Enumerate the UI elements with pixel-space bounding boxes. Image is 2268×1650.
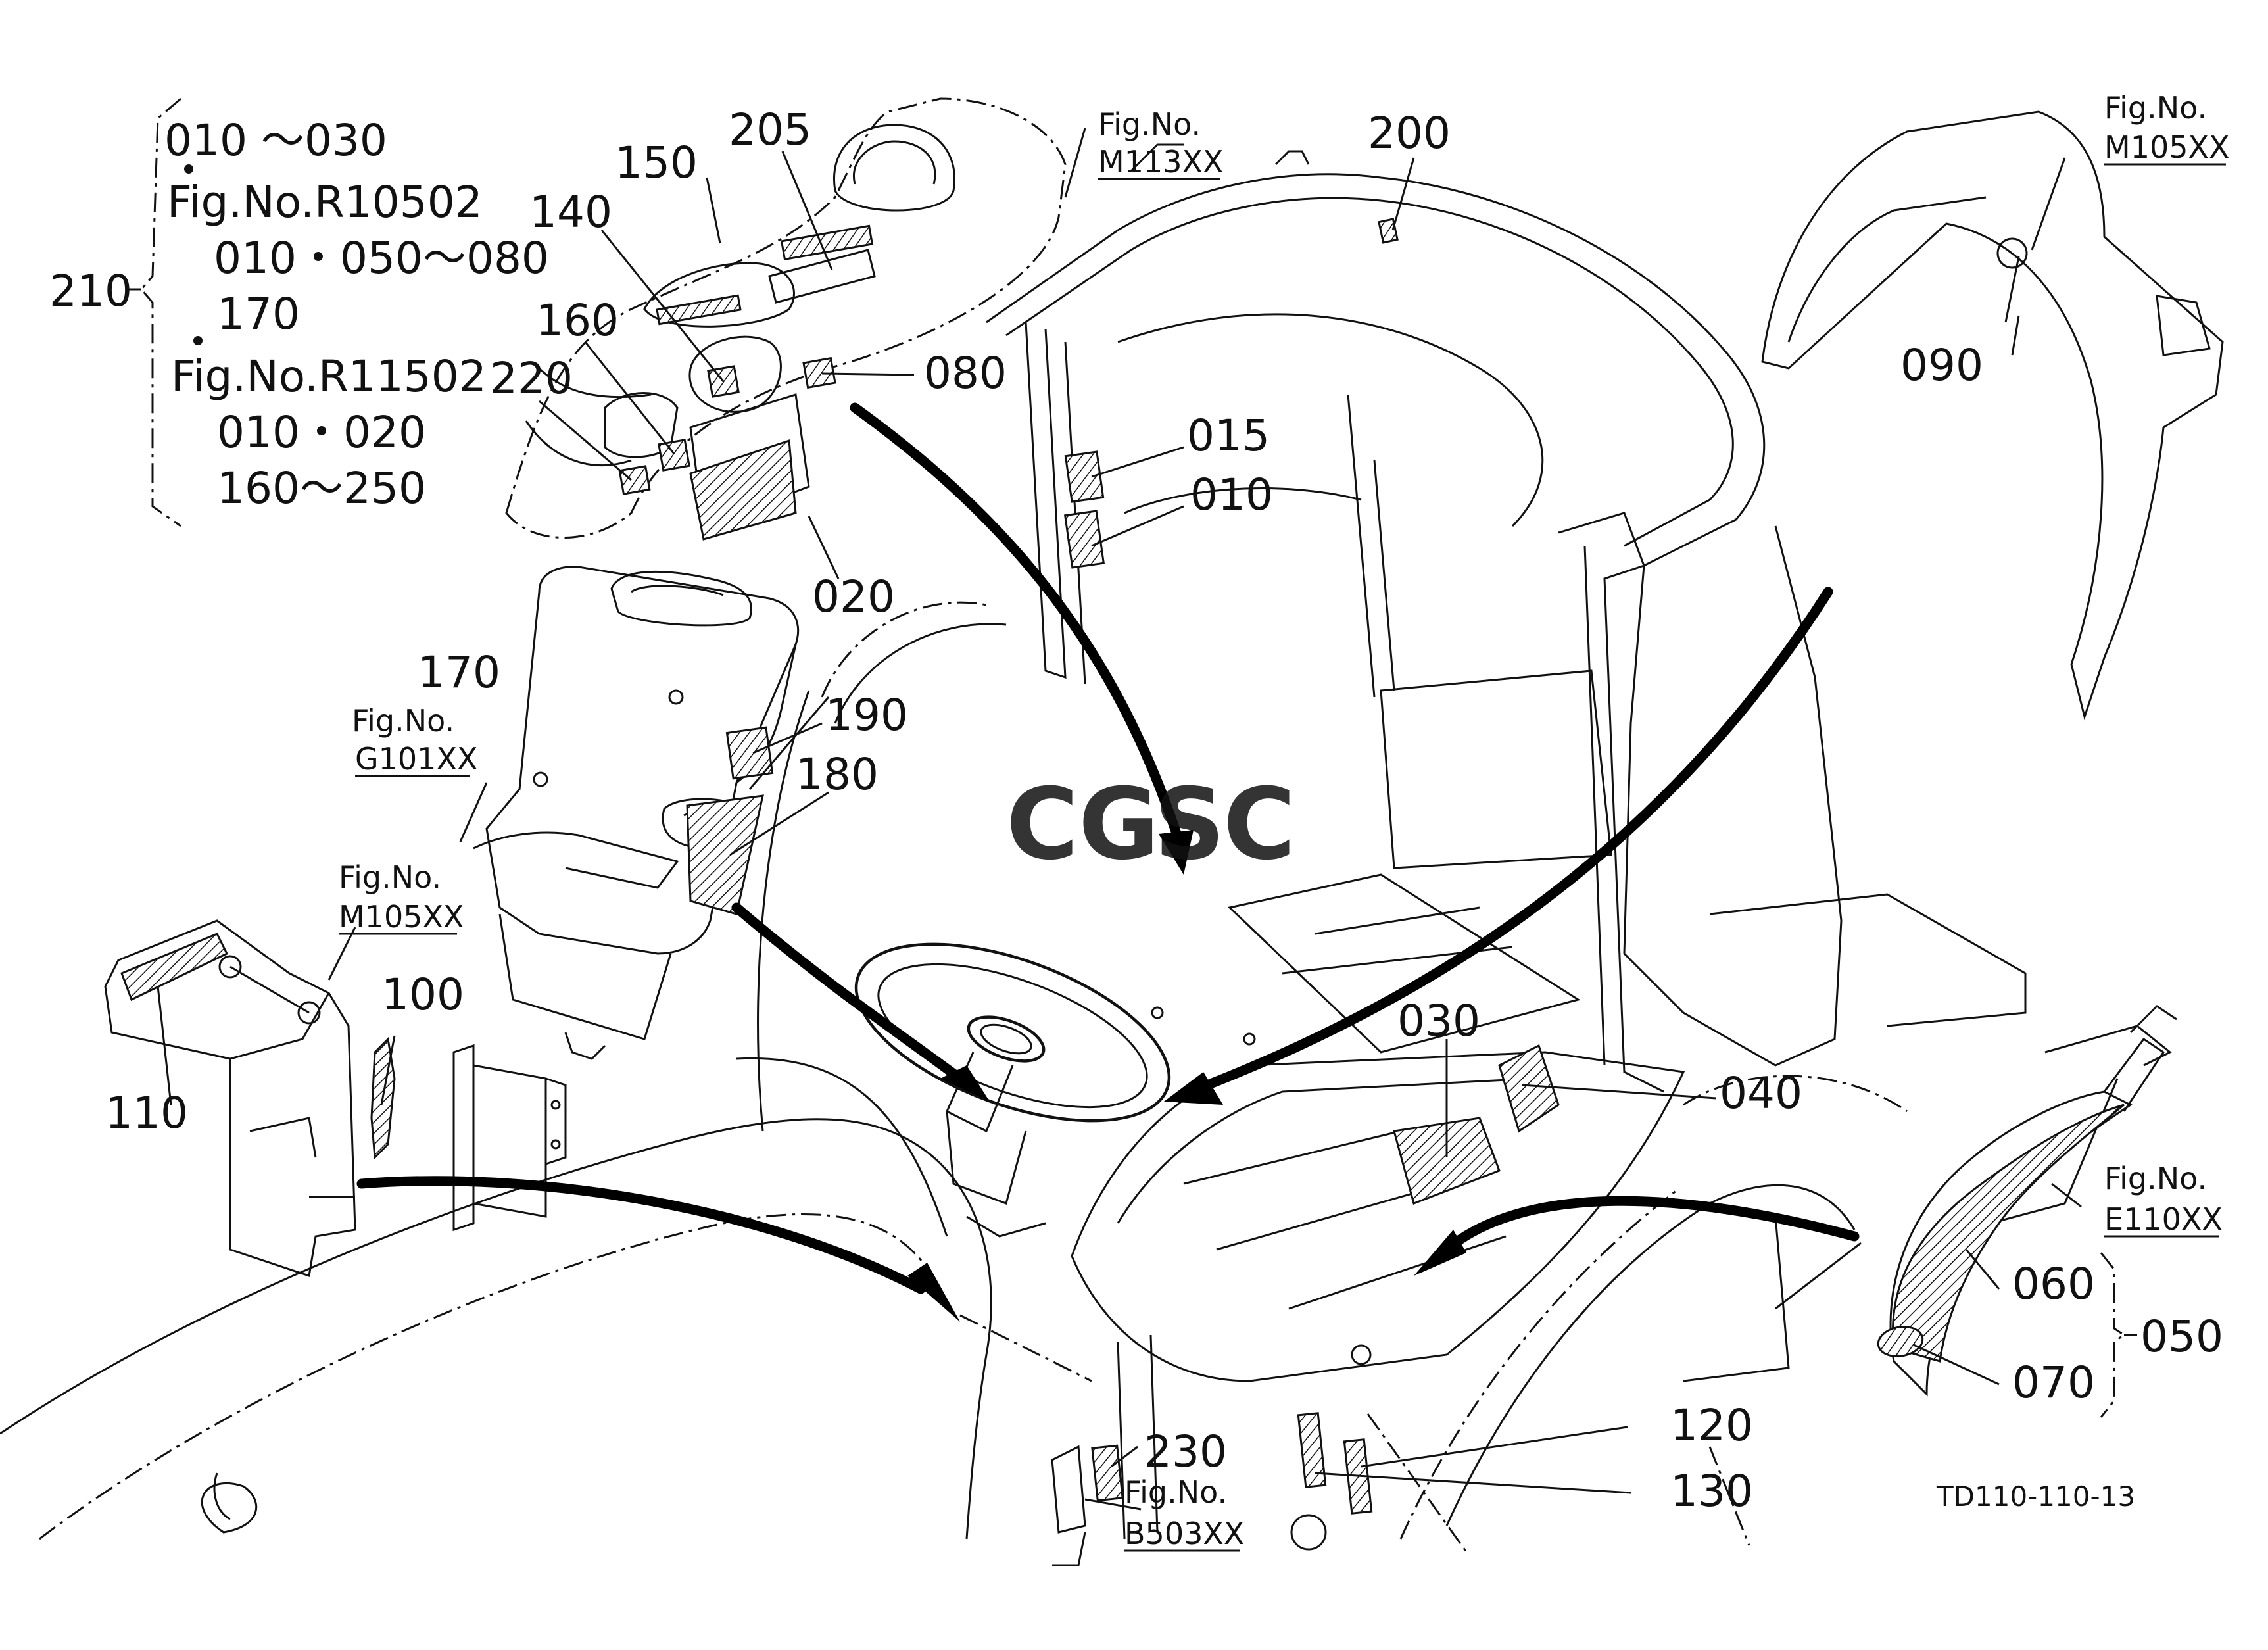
callout-010: 010: [1190, 470, 1273, 520]
callout-100: 100: [381, 969, 464, 1020]
callout-030: 030: [1397, 996, 1480, 1046]
decal-areas: [120, 218, 2125, 1515]
callout-205: 205: [729, 105, 811, 155]
callout-160: 160: [536, 295, 619, 346]
fig-ref-m105-top-label: Fig.No.: [2104, 90, 2207, 126]
watermark-letter-1: C: [1006, 767, 1078, 882]
callout-020: 020: [812, 571, 895, 622]
parts-list-line-5: Fig.No.R11502: [171, 351, 487, 402]
callout-120: 120: [1670, 1400, 1753, 1451]
position-arrows: [356, 402, 1860, 1322]
boundary-lines: [959, 1314, 1750, 1553]
parts-list-line-6: 010・020: [217, 407, 426, 458]
callout-140: 140: [529, 187, 612, 237]
watermark-letter-2: G: [1078, 767, 1159, 882]
hood-drawing: [0, 601, 1007, 1540]
floor-drawing: [1071, 873, 1685, 1382]
fig-ref-e110-code: E110XX: [2104, 1201, 2223, 1237]
parts-list-line-7: 160～250: [217, 463, 426, 514]
parts-list-line-3: 010・050～080: [214, 233, 549, 283]
callout-190: 190: [825, 690, 908, 740]
leader-lines: [157, 128, 2082, 1511]
callout-150: 150: [615, 137, 698, 188]
brackets: [128, 97, 2137, 1418]
callout-230: 230: [1144, 1426, 1227, 1477]
fig-ref-m105-left-code: M105XX: [339, 899, 464, 934]
fig-ref-m105-top-code: M105XX: [2104, 130, 2230, 165]
callout-200: 200: [1368, 108, 1451, 158]
callout-180: 180: [796, 749, 879, 800]
callout-170: 170: [418, 647, 500, 698]
callout-040: 040: [1720, 1068, 1802, 1119]
figure-references: Fig.No. M113XX Fig.No. M105XX Fig.No. G1…: [339, 90, 2230, 1552]
fig-ref-g101-code: G101XX: [355, 741, 477, 777]
fig-ref-g101-label: Fig.No.: [352, 703, 454, 739]
fig-ref-m113-code: M113XX: [1098, 144, 1224, 180]
cab-frame-drawing: [986, 143, 1843, 1093]
rear-fender-drawing: [1399, 893, 2027, 1540]
watermark-letter-4: C: [1223, 767, 1295, 882]
callout-090: 090: [1900, 340, 1983, 391]
watermark-letter-3: S: [1154, 767, 1225, 882]
callout-080: 080: [924, 348, 1007, 399]
drawing-code: TD110-110-13: [1936, 1480, 2135, 1513]
group-ref-210: 210: [49, 266, 132, 316]
dot-markers: [184, 164, 203, 345]
fig-ref-m105-left-label: Fig.No.: [339, 860, 441, 895]
fender-top-right-drawing: [1761, 110, 2224, 721]
bracket-left-drawing: [104, 919, 356, 1277]
parts-list: 010 ～030 Fig.No.R10502 010・050～080 170 F…: [49, 115, 549, 514]
callout-110: 110: [105, 1088, 188, 1138]
parts-list-line-1: 010 ～030: [164, 115, 387, 166]
callout-050: 050: [2140, 1311, 2223, 1362]
callout-015: 015: [1187, 410, 1270, 461]
callout-220: 220: [490, 353, 573, 404]
fig-ref-b503-code: B503XX: [1124, 1516, 1244, 1551]
parts-list-line-4: 170: [217, 289, 300, 339]
callout-labels: 205 150 140 160 220 080 020 200 015 010 …: [105, 105, 2223, 1517]
steering-wheel-drawing: [854, 942, 1171, 1238]
line-art: [0, 97, 2224, 1566]
callout-060: 060: [2012, 1259, 2095, 1309]
parts-list-line-2: Fig.No.R10502: [167, 177, 483, 228]
watermark-logo: C G S C: [1006, 767, 1295, 882]
fig-ref-b503-label: Fig.No.: [1124, 1474, 1227, 1510]
fig-ref-e110-label: Fig.No.: [2104, 1161, 2207, 1196]
callout-130: 130: [1670, 1466, 1753, 1517]
fig-ref-m113-label: Fig.No.: [1098, 107, 1201, 142]
plate-drawing: [452, 1044, 567, 1232]
callout-070: 070: [2012, 1357, 2095, 1408]
